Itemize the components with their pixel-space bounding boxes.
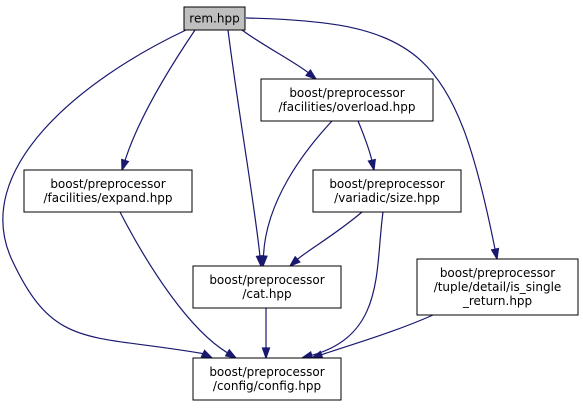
edge-size-to-config bbox=[300, 211, 384, 360]
edge-arrowhead bbox=[121, 158, 130, 172]
node-label-line: /cat.hpp bbox=[242, 287, 291, 301]
node-expand[interactable]: boost/preprocessor/facilities/expand.hpp bbox=[23, 169, 193, 213]
node-box[interactable] bbox=[416, 258, 579, 316]
edge-arrowhead bbox=[288, 255, 301, 268]
edge-arrowhead bbox=[200, 349, 214, 359]
edge-cat-to-config bbox=[261, 308, 271, 360]
node-box[interactable] bbox=[260, 78, 434, 122]
node-config[interactable]: boost/preprocessor/config/config.hpp bbox=[192, 357, 342, 401]
node-label-line: boost/preprocessor bbox=[209, 273, 324, 287]
edge-layer bbox=[2, 17, 500, 360]
edge-arrowhead bbox=[367, 158, 376, 172]
edge-line bbox=[241, 29, 309, 74]
edge-rem-to-overload bbox=[241, 29, 318, 81]
edge-size-to-cat bbox=[288, 211, 363, 268]
node-label-line: _return.hpp bbox=[462, 294, 532, 308]
edge-expand-to-config bbox=[119, 211, 238, 359]
edge-line bbox=[297, 211, 363, 260]
edge-line bbox=[357, 120, 373, 161]
node-rem[interactable]: rem.hpp bbox=[183, 6, 246, 31]
node-size[interactable]: boost/preprocessor/variadic/size.hpp bbox=[312, 169, 462, 213]
edge-rem-to-single bbox=[245, 17, 500, 261]
node-box[interactable] bbox=[192, 357, 342, 401]
node-box[interactable] bbox=[192, 265, 342, 309]
node-label-line: boost/preprocessor bbox=[50, 177, 165, 191]
node-label-line: /tuple/detail/is_single bbox=[434, 280, 562, 294]
node-box[interactable] bbox=[312, 169, 462, 213]
node-label-line: boost/preprocessor bbox=[440, 266, 555, 280]
edge-line bbox=[311, 211, 384, 356]
edge-rem-to-config bbox=[2, 29, 214, 359]
edge-line bbox=[124, 29, 196, 161]
edge-arrowhead bbox=[305, 68, 318, 81]
edge-rem-to-cat bbox=[227, 29, 265, 268]
edge-arrowhead bbox=[224, 348, 238, 359]
node-label-line: boost/preprocessor bbox=[289, 86, 404, 100]
edge-line bbox=[321, 314, 434, 356]
node-single[interactable]: boost/preprocessor/tuple/detail/is_singl… bbox=[416, 258, 579, 316]
edge-arrowhead bbox=[261, 347, 271, 360]
node-box[interactable] bbox=[23, 169, 193, 213]
edge-line bbox=[2, 29, 204, 355]
node-layer: rem.hpp boost/preprocessor/facilities/ove… bbox=[23, 6, 579, 401]
node-cat[interactable]: boost/preprocessor/cat.hpp bbox=[192, 265, 342, 309]
node-overload[interactable]: boost/preprocessor/facilities/overload.h… bbox=[260, 78, 434, 122]
node-label-line: boost/preprocessor bbox=[209, 365, 324, 379]
edge-line bbox=[262, 120, 333, 257]
node-label-line: boost/preprocessor bbox=[329, 177, 444, 191]
node-label-line: /facilities/overload.hpp bbox=[279, 100, 416, 114]
edge-single-to-config bbox=[310, 314, 434, 359]
node-label-line: /facilities/expand.hpp bbox=[43, 191, 172, 205]
node-box[interactable] bbox=[183, 6, 246, 31]
node-label-line: /variadic/size.hpp bbox=[334, 191, 440, 205]
edge-line bbox=[227, 29, 261, 257]
edge-arrowhead bbox=[490, 247, 500, 261]
node-label-line: rem.hpp bbox=[189, 12, 239, 26]
edge-line bbox=[119, 211, 228, 354]
edge-overload-to-cat bbox=[259, 120, 333, 268]
node-label-line: /config/config.hpp bbox=[213, 379, 321, 393]
edge-arrowhead bbox=[259, 255, 268, 268]
edge-rem-to-expand bbox=[121, 29, 196, 172]
edge-overload-to-size bbox=[357, 120, 376, 172]
edge-line bbox=[245, 17, 496, 250]
